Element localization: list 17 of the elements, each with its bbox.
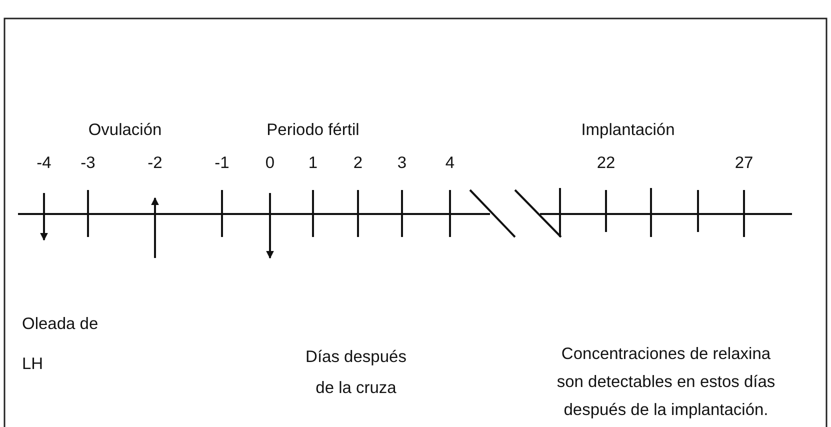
tick-label: -2 [146,153,164,174]
tick-label: 1 [307,153,319,174]
tick-label: 3 [396,153,408,174]
tick-label: -1 [214,153,230,174]
tick-label: 4 [444,153,456,174]
note-text: Concentraciones de relaxina son detectables en estos días después de la implantación. [556,344,776,421]
event-label: Periodo fértil [266,120,360,141]
tick-label: -4 [36,153,52,174]
tick-label: 2 [352,153,364,174]
note-text: Oleada de LH [22,314,100,375]
tick-label: -3 [80,153,96,174]
event-label: Implantación [580,120,676,141]
note-text: Días después de la cruza [304,347,408,399]
event-label: Ovulación [87,120,163,141]
tick-label: 22 [596,153,616,174]
tick-label: 0 [264,153,276,174]
tick-label: 27 [734,153,754,174]
